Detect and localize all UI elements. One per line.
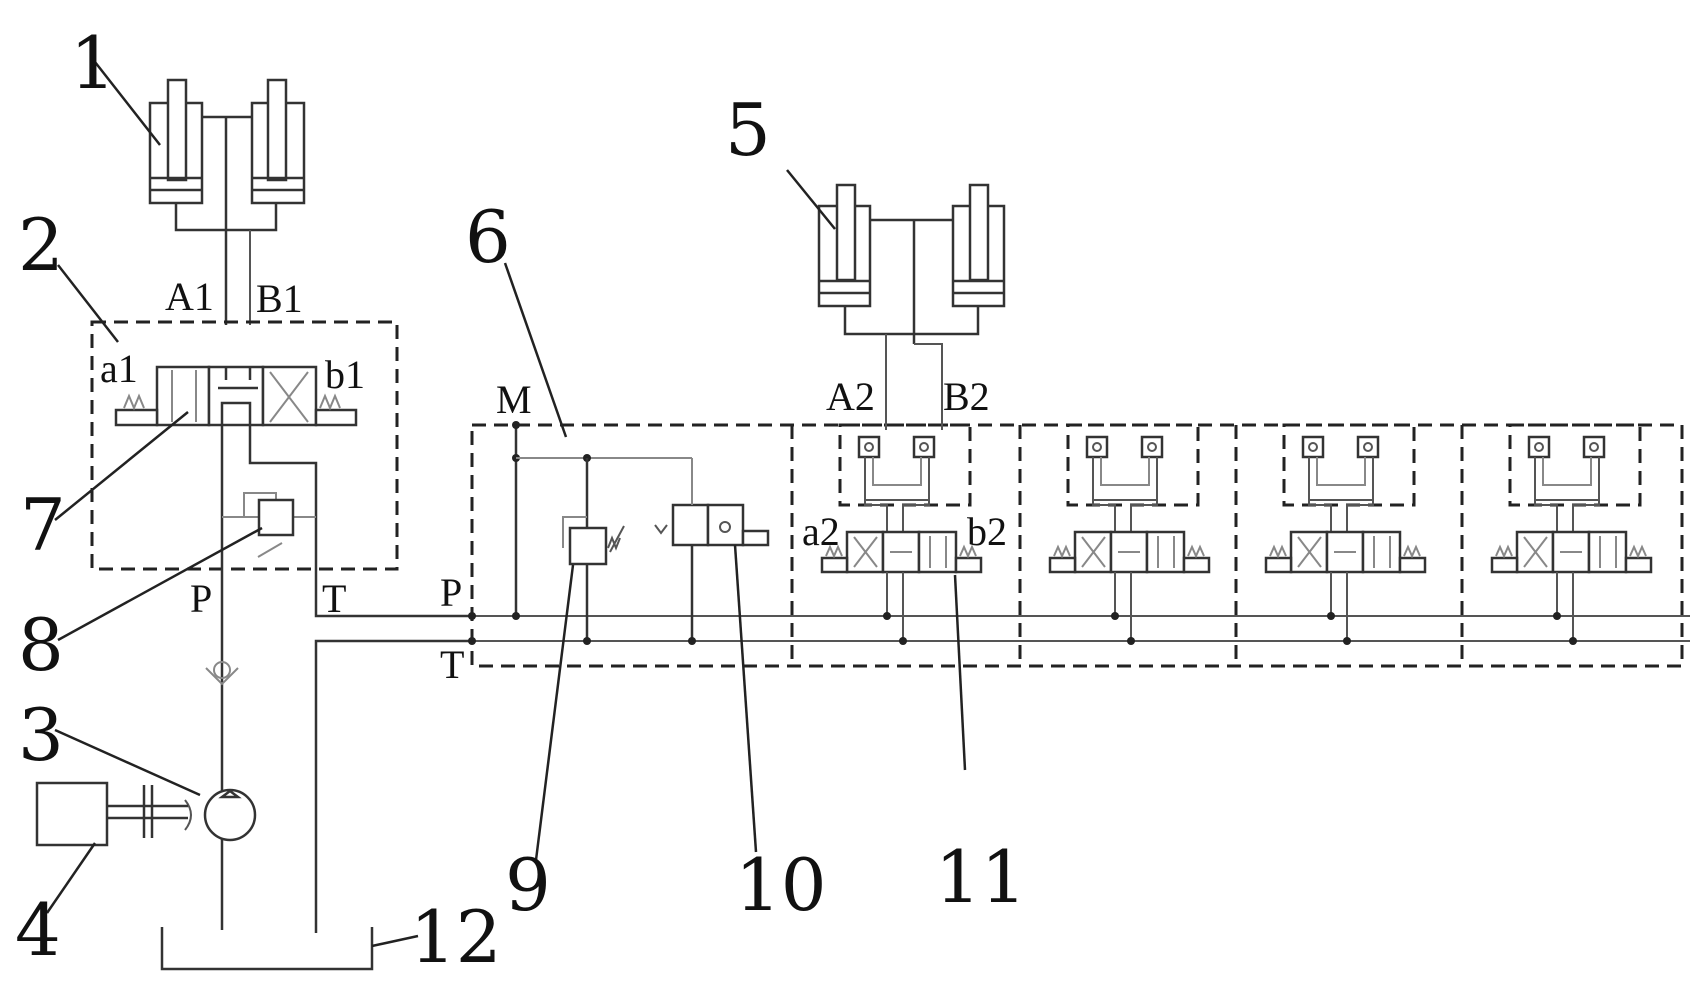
- port-a2: a2: [802, 509, 840, 554]
- label-1: 1: [70, 21, 116, 105]
- relief-valve-2: [512, 421, 692, 645]
- label-2: 2: [18, 203, 64, 287]
- directional-valve-2: [820, 423, 983, 645]
- junction-dot: [1569, 637, 1577, 645]
- label-3: 3: [18, 693, 64, 777]
- port-b1: b1: [325, 352, 365, 397]
- port-A2: A2: [826, 374, 875, 419]
- port-b2: b2: [967, 509, 1007, 554]
- junction-dot: [1327, 612, 1335, 620]
- junction-dot: [899, 637, 907, 645]
- unloading-valve: [654, 458, 770, 645]
- junction-dot: [1111, 612, 1119, 620]
- label-9: 9: [505, 843, 551, 927]
- label-5: 5: [725, 88, 771, 172]
- port-T-left: T: [322, 576, 346, 621]
- directional-valve-1: [114, 365, 358, 427]
- valve-sections: [820, 423, 1653, 645]
- cylinder-pair-1: [148, 78, 306, 325]
- port-P-right: P: [440, 570, 462, 615]
- label-11: 11: [935, 835, 1027, 919]
- motor: [35, 781, 188, 847]
- tank: [160, 639, 472, 971]
- port-a1: a1: [100, 346, 138, 391]
- check-valve: [205, 661, 239, 686]
- port-T-right: T: [440, 642, 464, 687]
- label-6: 6: [465, 195, 511, 279]
- junction-dot: [1553, 612, 1561, 620]
- label-4: 4: [15, 888, 61, 972]
- port-B2: B2: [943, 374, 990, 419]
- label-8: 8: [18, 603, 64, 687]
- junction-dot: [1343, 637, 1351, 645]
- directional-valve-section: [1490, 423, 1653, 645]
- port-A1: A1: [165, 274, 214, 319]
- cylinder-pair-2: [817, 183, 1006, 430]
- directional-valve-section: [1048, 423, 1211, 645]
- junction-dot: [883, 612, 891, 620]
- label-7: 7: [20, 483, 66, 567]
- directional-valve-section: [1264, 423, 1427, 645]
- port-B1: B1: [256, 276, 303, 321]
- pump: [184, 788, 257, 842]
- label-10: 10: [735, 843, 827, 927]
- label-12: 12: [410, 895, 502, 979]
- port-M: M: [496, 377, 532, 422]
- port-P-left: P: [190, 576, 212, 621]
- relief-valve-1: [222, 492, 316, 558]
- valve-block-1-boundary: [90, 320, 399, 571]
- junction-dot: [1127, 637, 1135, 645]
